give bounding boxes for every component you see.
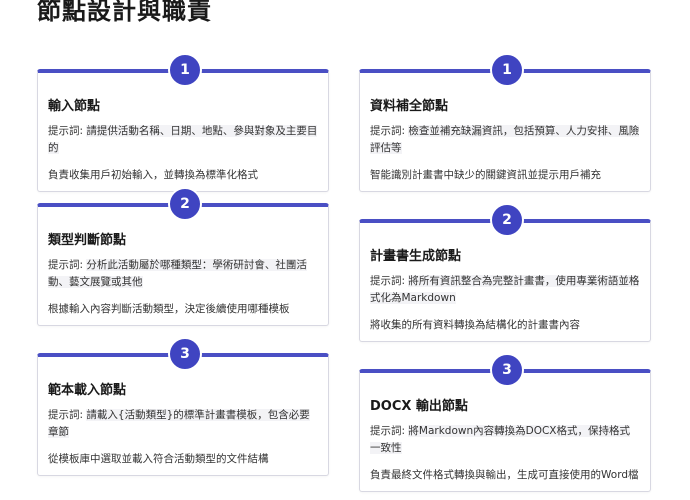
node-card-docx-output: 3 DOCX 輸出節點 提示詞: 將Markdown內容轉換為DOCX格式，保持… — [359, 353, 651, 492]
prompt-text: 提示詞: 請載入{活動類型}的標準計畫書模板，包含必要章節 — [48, 407, 318, 441]
card-description: 根據輸入內容判斷活動類型，決定後續使用哪種模板 — [48, 303, 290, 315]
prompt-label: 提示詞: — [48, 409, 87, 421]
prompt-text: 提示詞: 請提供活動名稱、日期、地點、參與對象及主要目的 — [48, 123, 318, 157]
card-title: 資料補全節點 — [370, 99, 449, 114]
node-card-plan-generate: 2 計畫書生成節點 提示詞: 將所有資訊整合為完整計畫書，使用專業術語並格式化為… — [359, 203, 651, 342]
step-badge: 2 — [168, 187, 202, 221]
page-title: 節點設計與職責 — [37, 0, 212, 25]
prompt-text: 提示詞: 將所有資訊整合為完整計畫書，使用專業術語並格式化為Markdown — [370, 273, 640, 307]
prompt-content: 檢查並補充缺漏資訊，包括預算、人力安排、風險評估等 — [370, 125, 640, 154]
prompt-content: 請提供活動名稱、日期、地點、參與對象及主要目的 — [48, 125, 318, 154]
step-badge: 3 — [168, 337, 202, 371]
prompt-label: 提示詞: — [48, 259, 87, 271]
card-description: 負責收集用戶初始輸入，並轉換為標準化格式 — [48, 169, 258, 181]
step-badge: 3 — [490, 353, 524, 387]
card-title: 計畫書生成節點 — [370, 249, 462, 264]
card-title: DOCX 輸出節點 — [370, 399, 468, 414]
card-description: 負責最終文件格式轉換與輸出，生成可直接使用的Word檔 — [370, 469, 639, 481]
prompt-text: 提示詞: 將Markdown內容轉換為DOCX格式，保持格式一致性 — [370, 423, 640, 457]
prompt-content: 將所有資訊整合為完整計畫書，使用專業術語並格式化為Markdown — [370, 275, 640, 304]
prompt-content: 分析此活動屬於哪種類型：學術研討會、社團活動、藝文展覽或其他 — [48, 259, 307, 288]
prompt-label: 提示詞: — [48, 125, 87, 137]
card-title: 輸入節點 — [48, 99, 101, 114]
prompt-text: 提示詞: 分析此活動屬於哪種類型：學術研討會、社團活動、藝文展覽或其他 — [48, 257, 318, 291]
node-card-input: 1 輸入節點 提示詞: 請提供活動名稱、日期、地點、參與對象及主要目的 負責收集… — [37, 53, 329, 192]
node-card-type-judge: 2 類型判斷節點 提示詞: 分析此活動屬於哪種類型：學術研討會、社團活動、藝文展… — [37, 187, 329, 326]
step-badge: 1 — [490, 53, 524, 87]
node-card-template-load: 3 範本載入節點 提示詞: 請載入{活動類型}的標準計畫書模板，包含必要章節 從… — [37, 337, 329, 476]
prompt-content: 請載入{活動類型}的標準計畫書模板，包含必要章節 — [48, 409, 310, 438]
node-card-data-complete: 1 資料補全節點 提示詞: 檢查並補充缺漏資訊，包括預算、人力安排、風險評估等 … — [359, 53, 651, 192]
prompt-content: 將Markdown內容轉換為DOCX格式，保持格式一致性 — [370, 425, 630, 454]
step-badge: 2 — [490, 203, 524, 237]
card-description: 從模板庫中選取並載入符合活動類型的文件結構 — [48, 453, 269, 465]
step-badge: 1 — [168, 53, 202, 87]
card-description: 智能識別計畫書中缺少的關鍵資訊並提示用戶補充 — [370, 169, 601, 181]
prompt-label: 提示詞: — [370, 125, 409, 137]
prompt-label: 提示詞: — [370, 275, 409, 287]
prompt-label: 提示詞: — [370, 425, 409, 437]
card-description: 將收集的所有資料轉換為結構化的計畫書內容 — [370, 319, 580, 331]
prompt-text: 提示詞: 檢查並補充缺漏資訊，包括預算、人力安排、風險評估等 — [370, 123, 640, 157]
card-title: 類型判斷節點 — [48, 233, 127, 248]
card-title: 範本載入節點 — [48, 383, 127, 398]
